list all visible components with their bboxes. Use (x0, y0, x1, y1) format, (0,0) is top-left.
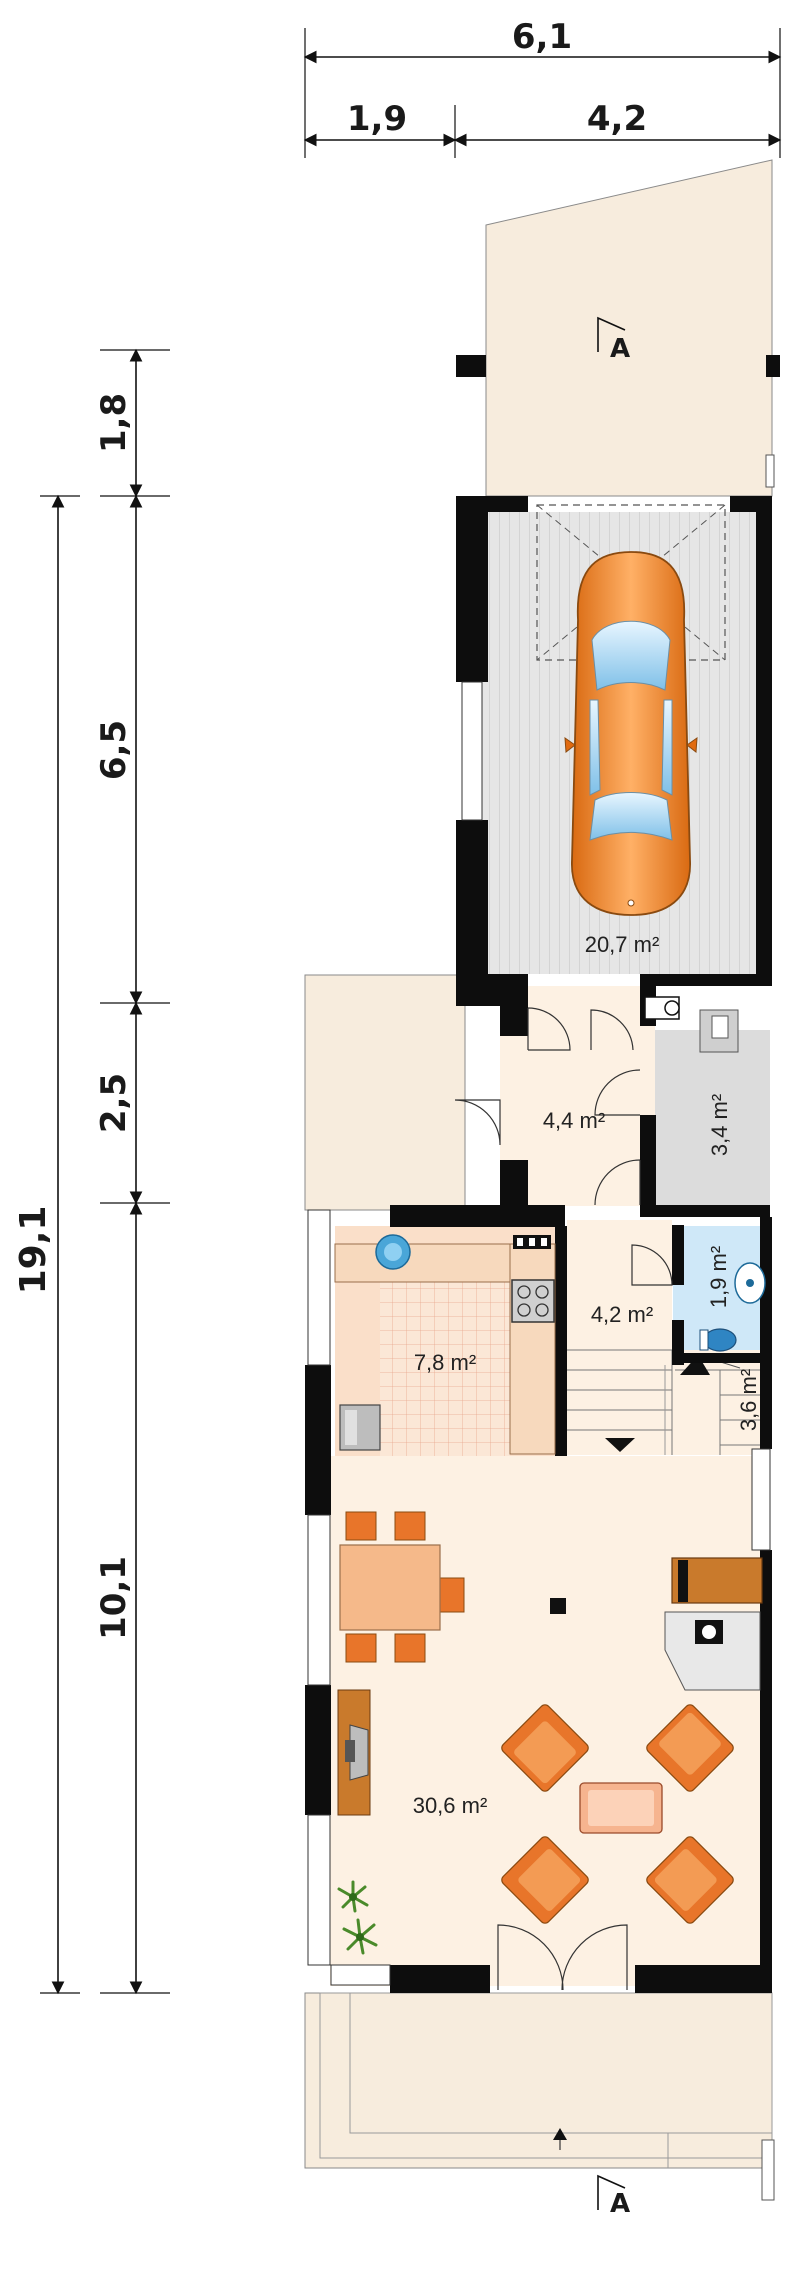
dining-table (339, 1511, 465, 1663)
tv-stand (337, 1689, 371, 1816)
car-icon (564, 551, 698, 916)
stove-icon (511, 1279, 555, 1323)
plant-icon (337, 1880, 378, 1955)
area-kitchen: 7,8 m² (414, 1350, 476, 1375)
area-garage: 20,7 m² (585, 932, 660, 957)
dim-total-length: 19,1 (13, 1206, 54, 1295)
wc-fixtures (699, 1262, 766, 1352)
fridge-icon (339, 1404, 381, 1451)
section-label-top: A (610, 334, 630, 364)
fireplace-icon (664, 1557, 763, 1691)
dim-seg-3: 2,5 (94, 1073, 134, 1133)
windows (307, 681, 771, 1986)
terrace (304, 1992, 775, 2201)
dim-seg-4: 10,1 (94, 1556, 134, 1640)
section-marker-top (597, 316, 626, 352)
armchair-icon (501, 1704, 734, 1924)
kitchen-counter (334, 1243, 556, 1455)
entry-porch (304, 974, 466, 1211)
vent-icon (513, 1235, 551, 1249)
area-stairs-hall: 4,2 m² (591, 1302, 653, 1327)
dim-left-width: 1,9 (347, 99, 407, 139)
section-label-bottom: A (610, 2189, 630, 2219)
walls (305, 496, 772, 1993)
doors (454, 1007, 673, 1991)
dimension-lines (40, 28, 782, 1995)
kitchen-tiles (380, 1282, 510, 1456)
section-marker-bottom (597, 2174, 626, 2210)
dim-right-width: 4,2 (587, 99, 647, 139)
area-storage: 3,4 m² (707, 1094, 732, 1156)
coffee-table (579, 1782, 663, 1834)
area-wc: 1,9 m² (706, 1246, 731, 1308)
dim-seg-2: 6,5 (94, 720, 134, 780)
driveway (456, 159, 780, 497)
staircase (565, 1349, 770, 1455)
column (550, 1598, 566, 1614)
boiler-icon (644, 996, 739, 1053)
storage-floor (655, 1030, 770, 1210)
dim-seg-1: 1,8 (94, 393, 134, 453)
area-living: 30,6 m² (413, 1793, 488, 1818)
stairs-area (565, 1350, 770, 1455)
dim-total-width: 6,1 (512, 17, 572, 57)
area-stairs: 3,6 m² (736, 1369, 761, 1431)
area-hall: 4,4 m² (543, 1108, 605, 1133)
sink-icon (375, 1234, 411, 1270)
